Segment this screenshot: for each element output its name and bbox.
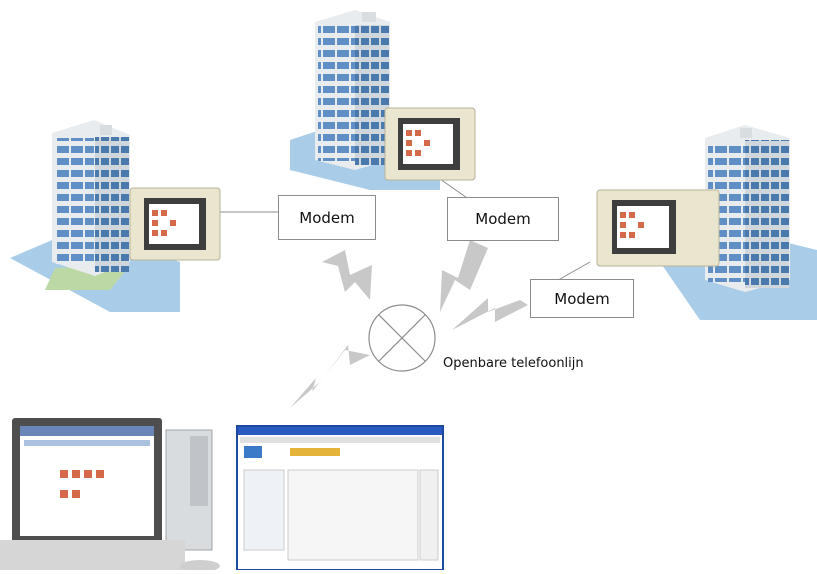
- modem-center: Modem: [447, 197, 559, 241]
- software-screenshot: [236, 425, 444, 571]
- modem-right: Modem: [530, 279, 634, 318]
- lightning-bolt-right: [452, 298, 528, 330]
- exchange-label: Openbare telefoonlijn: [443, 356, 584, 371]
- lightning-bolts: [290, 240, 528, 408]
- modem-center-label: Modem: [475, 210, 531, 228]
- lightning-bolt-center: [440, 240, 488, 312]
- panel-center: [384, 107, 476, 181]
- panel-right: [596, 189, 720, 267]
- building-left: [10, 120, 180, 312]
- modem-right-label: Modem: [554, 289, 610, 308]
- computer: [0, 418, 220, 572]
- lightning-bolt-bottom: [290, 345, 370, 408]
- lightning-bolt-left: [322, 250, 372, 300]
- modem-left: Modem: [278, 195, 376, 240]
- panel-left: [129, 187, 221, 261]
- modem-left-label: Modem: [299, 208, 355, 227]
- exchange-symbol: [368, 304, 436, 372]
